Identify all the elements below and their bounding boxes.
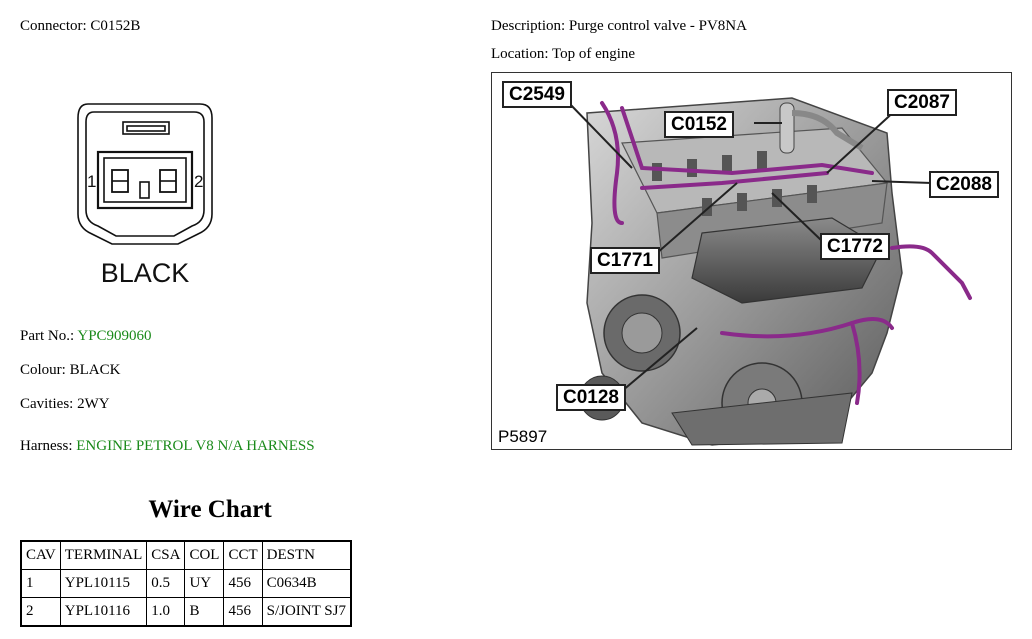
table-row: 1 YPL10115 0.5 UY 456 C0634B xyxy=(20,569,352,598)
cavities-line: Cavities: 2WY xyxy=(20,396,110,413)
connector-value: C0152B xyxy=(90,18,141,34)
table-cell: 0.5 xyxy=(146,569,186,598)
description-value: Purge control valve - PV8NA xyxy=(568,18,747,34)
table-header-row: CAV TERMINAL CSA COL CCT DESTN xyxy=(20,540,352,570)
description-label: Description: xyxy=(491,18,566,34)
connector-line: Connector: C0152B xyxy=(20,18,140,35)
callout-c2087: C2087 xyxy=(887,89,957,116)
callout-c2088: C2088 xyxy=(929,171,999,198)
connector-label: Connector: xyxy=(20,18,87,34)
colour-value: BLACK xyxy=(69,362,121,378)
callout-c1772: C1772 xyxy=(820,233,890,260)
pin-1-label: 1 xyxy=(87,172,96,191)
callout-c0152: C0152 xyxy=(664,111,734,138)
callout-c1771: C1771 xyxy=(590,247,660,274)
harness-link[interactable]: ENGINE PETROL V8 N/A HARNESS xyxy=(76,438,315,454)
part-no-label: Part No.: xyxy=(20,328,75,344)
connector-outline-icon: 1 2 BLACK xyxy=(77,103,213,288)
callout-c0128: C0128 xyxy=(556,384,626,411)
connector-colour-text: BLACK xyxy=(101,258,190,288)
table-cell: 1.0 xyxy=(146,597,186,627)
engine-location-image: C2549 C0152 C2087 C2088 C1772 C1771 C012… xyxy=(491,72,1012,450)
table-cell: 1 xyxy=(20,569,61,598)
table-cell: UY xyxy=(184,569,225,598)
location-line: Location: Top of engine xyxy=(491,46,635,63)
cavities-value: 2WY xyxy=(77,396,110,412)
column-header: CSA xyxy=(146,540,186,570)
column-header: CCT xyxy=(223,540,263,570)
table-cell: B xyxy=(184,597,225,627)
location-value: Top of engine xyxy=(551,46,636,62)
table-cell: YPL10115 xyxy=(59,569,148,598)
table-cell: S/JOINT SJ7 xyxy=(261,597,352,627)
table-cell: 2 xyxy=(20,597,61,627)
pin-2-label: 2 xyxy=(194,172,203,191)
table-cell: 456 xyxy=(223,569,263,598)
table-cell: 456 xyxy=(223,597,263,627)
image-reference-label: P5897 xyxy=(498,427,548,446)
column-header: COL xyxy=(184,540,225,570)
part-no-link[interactable]: YPC909060 xyxy=(77,328,152,344)
description-line: Description: Purge control valve - PV8NA xyxy=(491,18,747,35)
harness-line: Harness: ENGINE PETROL V8 N/A HARNESS xyxy=(20,438,315,455)
table-cell: C0634B xyxy=(261,569,352,598)
column-header: DESTN xyxy=(261,540,352,570)
part-no-line: Part No.: YPC909060 xyxy=(20,328,152,345)
cavities-label: Cavities: xyxy=(20,396,74,412)
wire-chart-title: Wire Chart xyxy=(148,496,272,523)
callout-c2549: C2549 xyxy=(502,81,572,108)
wire-chart-table: CAV TERMINAL CSA COL CCT DESTN 1 YPL1011… xyxy=(20,540,352,627)
harness-label: Harness: xyxy=(20,438,73,454)
table-cell: YPL10116 xyxy=(59,597,148,627)
connector-face-diagram: 1 2 BLACK xyxy=(70,96,220,296)
column-header: TERMINAL xyxy=(59,540,148,570)
location-label: Location: xyxy=(491,46,549,62)
colour-label: Colour: xyxy=(20,362,66,378)
column-header: CAV xyxy=(20,540,61,570)
table-row: 2 YPL10116 1.0 B 456 S/JOINT SJ7 xyxy=(20,597,352,627)
colour-line: Colour: BLACK xyxy=(20,362,120,379)
